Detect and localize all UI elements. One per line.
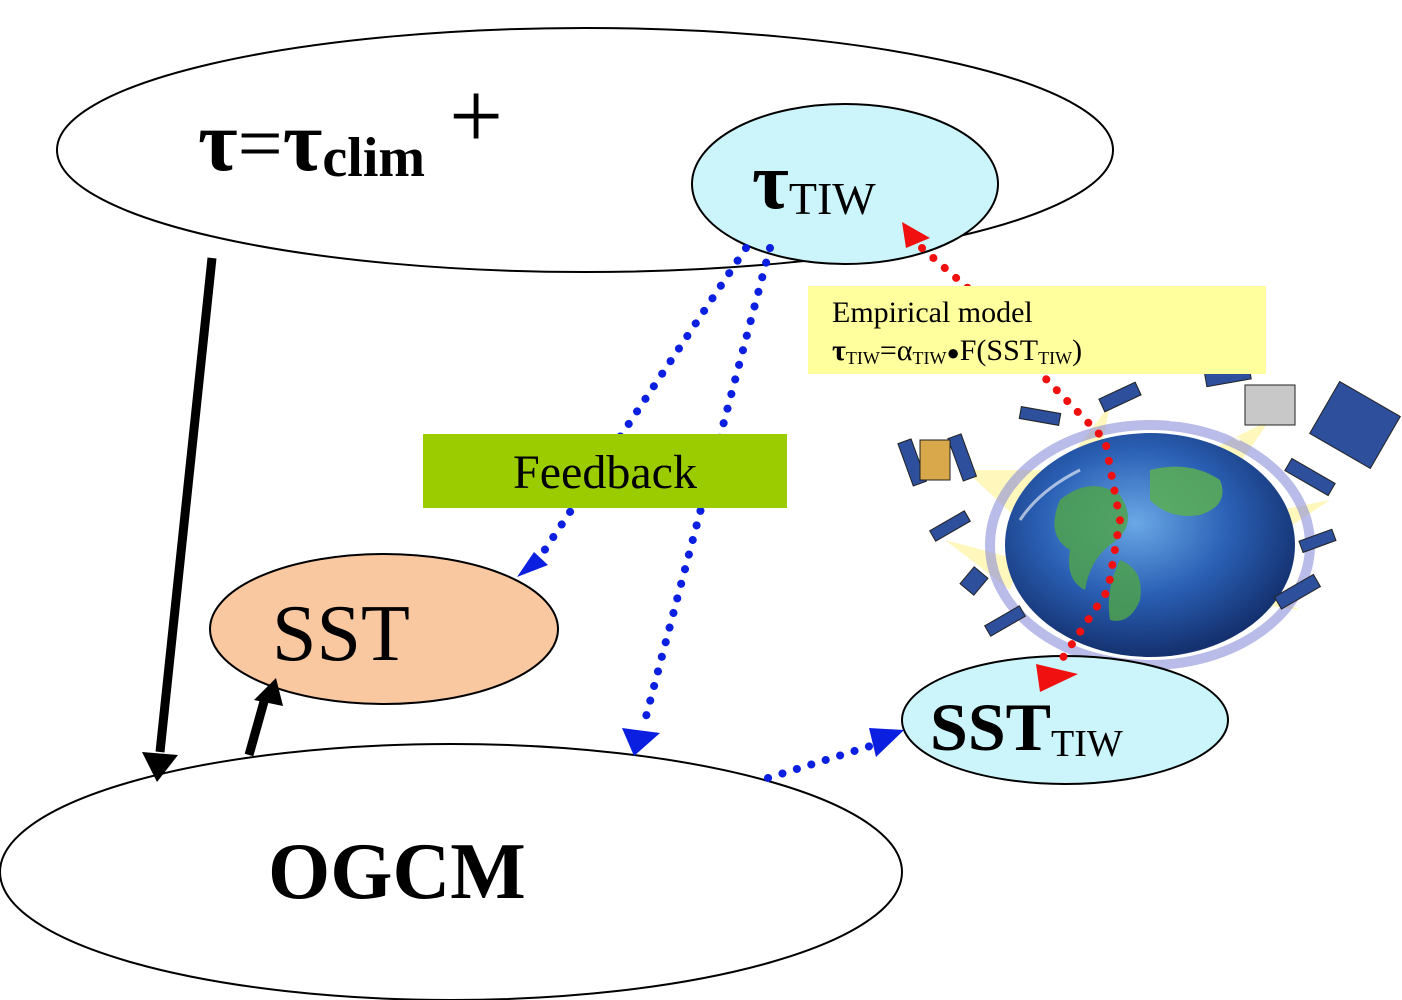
tau-tiw-label: τTIW [752,138,876,226]
empirical-model-title: Empirical model [832,296,1033,329]
earth-satellites-illustration [888,360,1402,670]
forcing-equation: τ=τclim+ [198,62,503,189]
ogcm-to-sst-arrowhead [254,678,283,706]
sst-node [209,553,559,705]
ogcm-label: OGCM [268,828,526,916]
ogcm-to-sst-tiw-dotted [764,739,884,782]
tau-tiw-node [691,103,999,265]
feedback-box-bg [423,434,787,508]
empirical-model-formula: τTIW=αTIW●F(SSTTIW) [832,334,1082,368]
feedback-label: Feedback [513,446,697,499]
empirical-box-bg [808,286,1266,374]
ogcm-to-sst-tiw-arrowhead [869,728,904,757]
sst-tiw-label: SSTTIW [930,689,1123,765]
ogcm-to-sst-arrow [244,696,270,757]
ogcm-ellipse [0,743,903,1000]
tau-tiw-to-ogcm-arrowhead [622,728,660,756]
empirical-down-arrowhead [1036,664,1078,692]
feedback-dotted-arrows [534,244,884,782]
empirical-up-arrowhead [902,222,930,248]
forcing-to-ogcm-arrow [155,257,217,753]
tau-tiw-to-sst-arrowhead [517,552,548,577]
tau-tiw-to-sst-dotted [534,244,750,564]
forcing-to-ogcm-arrowhead [142,752,178,782]
sst-label: SST [272,590,410,678]
solid-arrows [142,257,283,782]
